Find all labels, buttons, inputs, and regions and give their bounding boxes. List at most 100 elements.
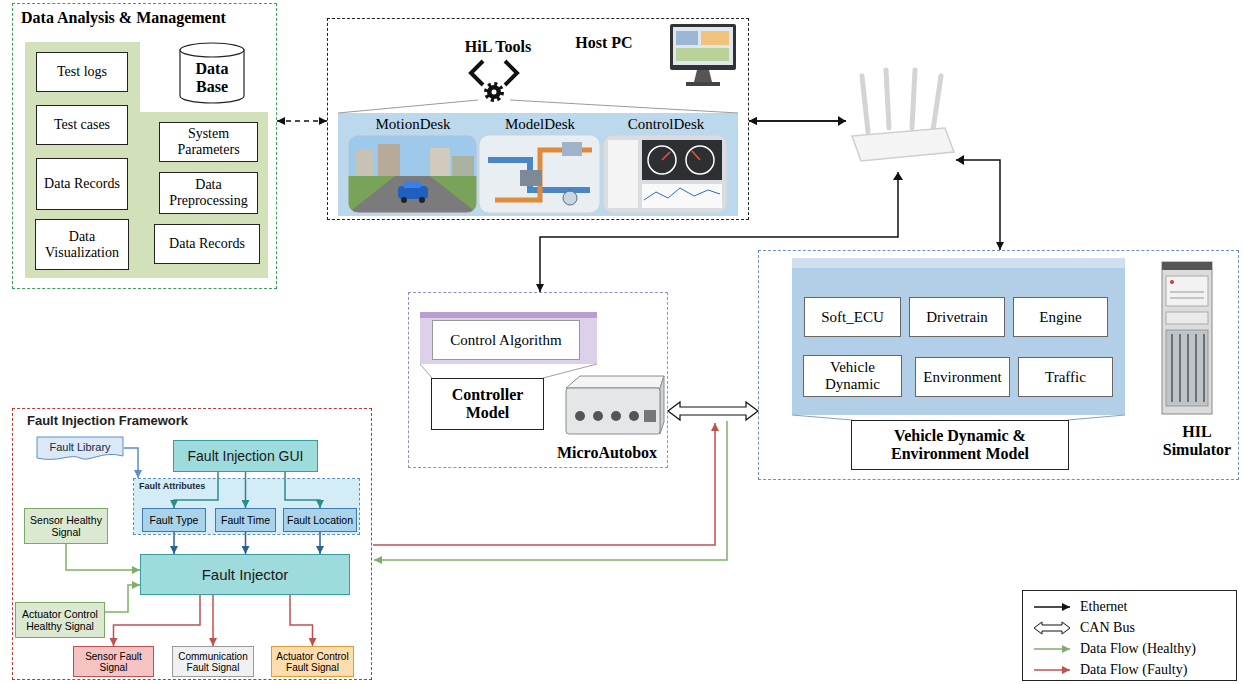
node-label: Sensor Fault Signal bbox=[76, 651, 151, 673]
connector bbox=[66, 544, 140, 570]
plot-line bbox=[644, 188, 720, 200]
data-box: Data Records bbox=[154, 224, 260, 264]
rack-slot bbox=[1170, 292, 1204, 298]
node-label: Fault Time bbox=[221, 514, 270, 526]
canvas bbox=[603, 135, 727, 213]
legend-label: Data Flow (Faulty) bbox=[1080, 662, 1187, 677]
data-box: Test logs bbox=[36, 52, 128, 92]
device-connector bbox=[593, 411, 603, 421]
attribute-box: Fault Time bbox=[215, 508, 276, 532]
node-label: Test cases bbox=[54, 117, 110, 133]
canvas bbox=[479, 135, 600, 213]
tool-panel: ControlDesk bbox=[603, 116, 729, 214]
device-connector bbox=[611, 411, 621, 421]
controldesk-screenshot bbox=[603, 135, 727, 213]
gear-hole bbox=[492, 90, 497, 95]
model-box: Controller Model bbox=[431, 378, 544, 430]
legend-sample bbox=[1034, 648, 1070, 650]
chevron-icon bbox=[471, 61, 483, 85]
legend-box bbox=[1023, 591, 1237, 681]
rack-panel bbox=[1166, 276, 1208, 306]
tools-band bbox=[338, 113, 738, 216]
modeldesk-screenshot bbox=[479, 135, 600, 213]
node-label: Engine bbox=[1039, 309, 1082, 326]
library-document: Fault Library bbox=[36, 436, 124, 462]
node-label: Data Base bbox=[181, 60, 243, 96]
attribute-box: Fault Type bbox=[142, 508, 206, 532]
controller-band bbox=[420, 312, 597, 364]
screen-window bbox=[676, 31, 698, 45]
fault-signal-box: Communication Fault Signal bbox=[172, 646, 254, 677]
node-label: Controller Model bbox=[436, 386, 539, 422]
building bbox=[430, 148, 450, 178]
gear-body bbox=[487, 85, 501, 99]
grass bbox=[348, 176, 477, 213]
fault-signal-box: Sensor Fault Signal bbox=[73, 646, 154, 677]
car-roof bbox=[403, 181, 421, 188]
model-block: Soft_ECU bbox=[804, 297, 901, 337]
arrow-head bbox=[956, 155, 964, 165]
component bbox=[563, 191, 577, 205]
legend-label: Data Flow (Healthy) bbox=[1080, 641, 1196, 656]
building bbox=[452, 156, 474, 178]
side-panel bbox=[608, 140, 638, 208]
region-heading: MicroAutobox bbox=[550, 444, 664, 462]
node-label: Drivetrain bbox=[926, 309, 988, 326]
monitor-stand bbox=[694, 70, 712, 82]
region-heading: HiL Tools bbox=[456, 38, 540, 56]
node-label: Actuator Control Fault Signal bbox=[274, 651, 351, 673]
device-front bbox=[566, 388, 660, 434]
band-guide-line bbox=[420, 364, 597, 378]
legend-sample bbox=[1034, 606, 1070, 608]
sky bbox=[348, 135, 477, 213]
monitor-screen bbox=[673, 27, 733, 65]
gui-box: Fault Injection GUI bbox=[173, 440, 318, 472]
arrow-head bbox=[893, 172, 903, 180]
node-label: Data Records bbox=[169, 236, 245, 252]
framework-region: Fault Injection FrameworkFault LibraryFa… bbox=[12, 408, 372, 680]
node-label: Data Visualization bbox=[40, 229, 124, 261]
wheel bbox=[401, 197, 407, 203]
data-box: System Parameters bbox=[159, 122, 258, 162]
healthy-data-wire bbox=[374, 421, 727, 560]
connector bbox=[319, 532, 321, 554]
node-label: Fault Injector bbox=[202, 566, 289, 583]
component bbox=[562, 142, 582, 156]
node-label: ModelDesk bbox=[478, 116, 602, 133]
data-panel-fill bbox=[25, 42, 268, 278]
algorithm-box: Control Algorithm bbox=[432, 320, 580, 360]
node-label: Fault Location bbox=[287, 514, 353, 526]
cylinder-body bbox=[180, 50, 244, 103]
faulty-data-wire bbox=[373, 423, 715, 545]
rack-body bbox=[1162, 262, 1212, 414]
connector bbox=[277, 120, 327, 122]
data-box: Data Visualization bbox=[35, 219, 129, 270]
rack-top bbox=[1162, 262, 1212, 270]
simulator-rack bbox=[1162, 262, 1212, 414]
screen-window bbox=[676, 48, 729, 61]
connector bbox=[212, 595, 214, 646]
monitor-frame bbox=[670, 24, 736, 70]
gauge-needle bbox=[662, 151, 700, 160]
rack-panel bbox=[1166, 330, 1208, 406]
tool-panel: ModelDesk bbox=[478, 116, 602, 214]
connector bbox=[245, 532, 247, 554]
device-side bbox=[660, 376, 664, 434]
model-block: Drivetrain bbox=[909, 297, 1005, 337]
controller-region: MicroAutobox Control AlgorithmController … bbox=[408, 292, 668, 468]
router-ground bbox=[846, 55, 956, 172]
node-label: Actuator Control Healthy Signal bbox=[19, 608, 101, 632]
node-label: MotionDesk bbox=[348, 116, 478, 133]
connector bbox=[114, 595, 201, 646]
node-label: Vehicle Dynamic bbox=[808, 359, 897, 393]
connector bbox=[173, 532, 175, 554]
microautobox-device bbox=[566, 376, 664, 434]
rack-panel bbox=[1166, 312, 1208, 324]
region-heading: Data Analysis & Management bbox=[21, 9, 271, 27]
tools-icon bbox=[471, 61, 517, 100]
screenshot-frame bbox=[479, 135, 600, 213]
model-block: Vehicle Dynamic bbox=[803, 355, 902, 397]
cylinder-top bbox=[180, 43, 244, 57]
legend-label: CAN Bus bbox=[1080, 620, 1135, 635]
router-icon bbox=[838, 55, 964, 180]
